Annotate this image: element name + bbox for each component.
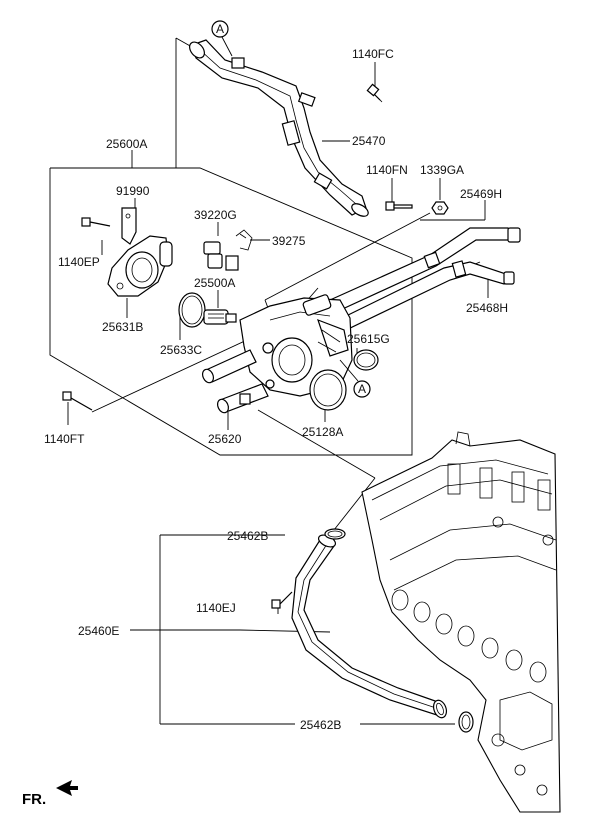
label-1140FC: 1140FC: [352, 47, 394, 61]
oring-25462B-top: [324, 528, 346, 540]
pipe-25469H: [329, 227, 521, 313]
bolt-1140EP: [81, 217, 111, 227]
bolt-1140FT: [62, 391, 93, 411]
label-1140EJ: 1140EJ: [196, 601, 236, 615]
label-1339GA: 1339GA: [420, 163, 464, 177]
svg-text:A: A: [216, 22, 224, 36]
cover-25631B: [107, 235, 173, 297]
label-25633C: 25633C: [160, 343, 202, 357]
label-25500A: 25500A: [194, 276, 235, 290]
label-25468H: 25468H: [466, 301, 508, 315]
bolt-1140FN: [385, 201, 413, 211]
thermostat-25500A: [203, 309, 237, 325]
gasket-25128A: [309, 369, 347, 411]
label-1140FT: 1140FT: [44, 432, 85, 446]
oring-25615G: [353, 349, 379, 371]
sensor-39220G: [203, 241, 239, 271]
assembly-frame: [49, 167, 413, 456]
hose-25460E: [291, 534, 448, 719]
nut-1339GA: [431, 201, 449, 215]
front-label: FR.: [22, 791, 46, 808]
part-labels: 1140FC 25470 1140FN 1339GA 25469H 25600A…: [44, 47, 508, 732]
label-25615G: 25615G: [347, 332, 390, 346]
clip-39275: [235, 229, 253, 251]
bolt-1140FC: [366, 83, 383, 103]
ref-marker-a-top: A: [211, 20, 233, 57]
pipe-25468H: [341, 260, 515, 331]
oring-25462B-bottom: [458, 711, 474, 733]
label-1140FN: 1140FN: [366, 163, 408, 177]
label-25469H: 25469H: [460, 187, 502, 201]
label-25462B-bottom: 25462B: [300, 718, 341, 732]
front-arrow-icon: [56, 780, 78, 796]
front-direction: FR.: [22, 780, 78, 808]
label-25462B-top: 25462B: [227, 529, 268, 543]
label-25460E: 25460E: [78, 624, 119, 638]
label-25128A: 25128A: [302, 425, 343, 439]
bracket-91990: [121, 207, 137, 245]
label-39275: 39275: [272, 234, 306, 248]
label-25470: 25470: [352, 134, 386, 148]
gasket-25633C: [178, 292, 206, 328]
hose-25470: [189, 39, 369, 217]
bolt-1140EJ: [271, 591, 293, 609]
label-39220G: 39220G: [194, 208, 237, 222]
label-91990: 91990: [116, 184, 150, 198]
label-25600A: 25600A: [106, 137, 147, 151]
svg-text:A: A: [358, 382, 366, 396]
label-25620: 25620: [208, 432, 242, 446]
label-1140EP: 1140EP: [58, 255, 100, 269]
ref-marker-a-mid: A: [339, 359, 371, 398]
engine-block: [361, 431, 561, 813]
label-25631B: 25631B: [102, 320, 143, 334]
